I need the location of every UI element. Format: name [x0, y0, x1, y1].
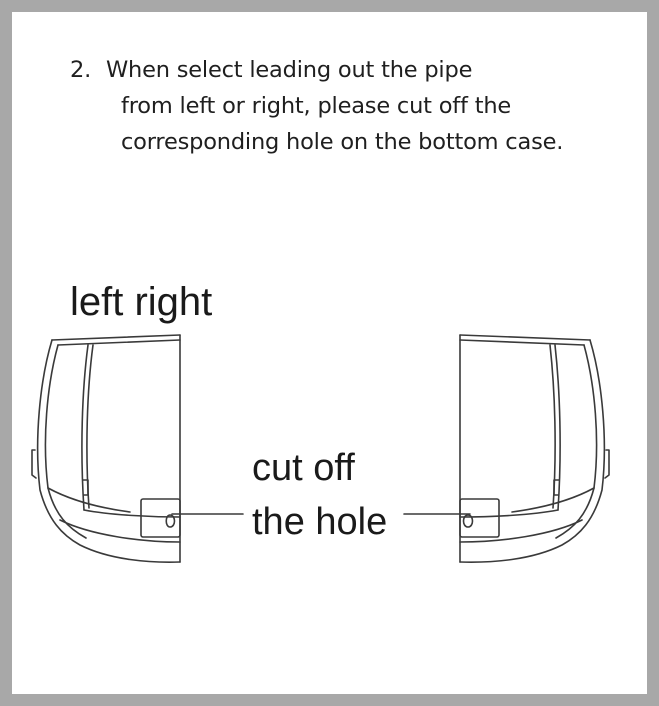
- instruction-text: 2. When select leading out the pipe from …: [70, 52, 640, 160]
- step-number: 2.: [70, 57, 92, 83]
- left-unit-drawing: [31, 334, 181, 563]
- right-unit-drawing: [459, 334, 610, 563]
- the-hole-label: the hole: [252, 501, 388, 543]
- instruction-line-1-text: When select leading out the pipe: [106, 57, 473, 83]
- instruction-line-1: 2. When select leading out the pipe: [70, 52, 640, 88]
- cut-off-label: cut off: [252, 447, 355, 489]
- instruction-line-2: from left or right, please cut off the: [121, 93, 512, 119]
- instruction-line-3: corresponding hole on the bottom case.: [121, 129, 564, 155]
- left-right-label: left right: [70, 280, 213, 324]
